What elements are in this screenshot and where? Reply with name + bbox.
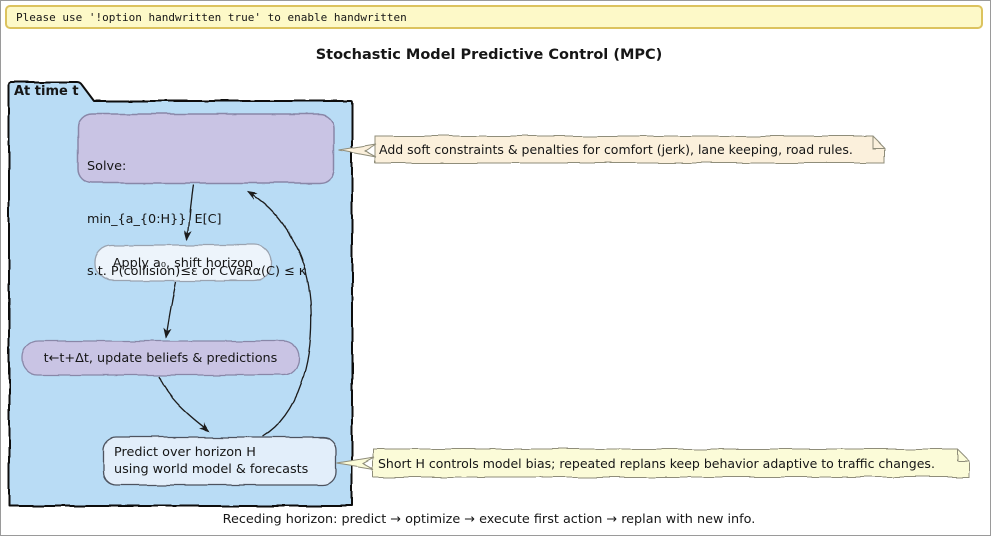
note-soft-constraints-text: Add soft constraints & penalties for com… (379, 142, 853, 157)
solve-line-2: min_{a_{0:H}} E[C] (87, 211, 222, 227)
note-soft-constraints-shape (374, 135, 886, 164)
solve-line-3: s.t. P(collision)≤ε or CVaRα(C) ≤ κ (87, 264, 307, 279)
update-node-shape (21, 340, 300, 376)
note-short-horizon-pointer (336, 456, 375, 470)
frame-at-time-t-shape (8, 81, 353, 507)
arrow-update-to-predict (158, 375, 210, 432)
arrow-solve-to-apply (183, 184, 194, 241)
frame-label: At time t (14, 84, 79, 99)
update-node-text: t←t+Δt, update beliefs & predictions (43, 350, 278, 366)
note-soft-constraints-pointer (338, 143, 377, 158)
solve-line-1: Solve: (87, 159, 127, 174)
solve-node-shape (77, 113, 335, 184)
page-title: Stochastic Model Predictive Control (MPC… (315, 47, 663, 63)
solve-node-text: Solve: min_{a_{0:H}} E[C] s.t. P(collisi… (87, 123, 306, 316)
arrow-predict-to-solve (246, 191, 312, 437)
note-short-horizon-shape (372, 448, 970, 478)
arrow-apply-to-update (163, 281, 177, 339)
banner-text: Please use '!option handwritten true' to… (16, 10, 407, 24)
apply-node-text: Apply a₀, shift horizon (112, 255, 254, 271)
predict-node-text: Predict over horizon H using world model… (114, 445, 308, 478)
predict-line-1: Predict over horizon H (114, 445, 256, 460)
note-short-horizon-text: Short H controls model bias; repeated re… (378, 455, 935, 471)
handwritten-option-banner: Please use '!option handwritten true' to… (5, 5, 983, 29)
diagram-caption: Receding horizon: predict → optimize → e… (222, 512, 756, 527)
apply-node-shape (94, 244, 272, 282)
note-short-horizon-fold (956, 449, 969, 462)
note-soft-constraints-fold (872, 136, 885, 149)
predict-node-shape (102, 436, 337, 486)
predict-line-2: using world model & forecasts (114, 461, 309, 477)
